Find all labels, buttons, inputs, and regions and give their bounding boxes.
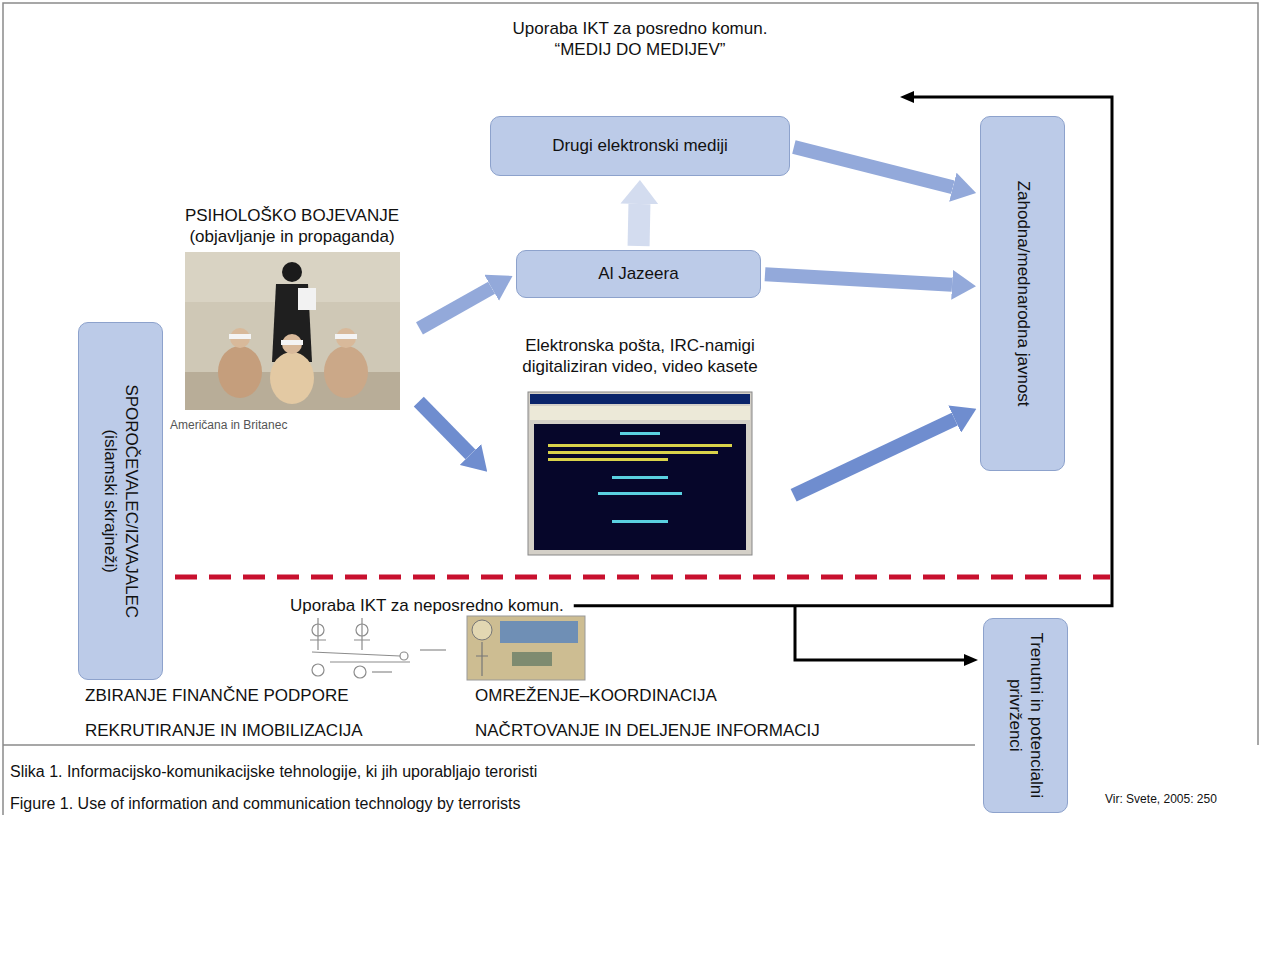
hostage-photo	[185, 252, 400, 410]
flow-arrow	[765, 274, 952, 285]
email-screenshot	[620, 432, 660, 435]
manual-cover	[467, 616, 585, 680]
email-screenshot	[548, 444, 732, 447]
figure-frame	[3, 3, 1258, 815]
email-screenshot	[598, 492, 682, 495]
flow-arrow	[794, 147, 953, 187]
hostage-photo	[324, 346, 368, 398]
email-screenshot	[612, 476, 668, 479]
hostage-photo	[218, 346, 262, 398]
node-text: SPOROČEVALEC/IZVAJALEC (islamski skrajne…	[99, 376, 142, 626]
email-screenshot	[548, 458, 668, 461]
manual-cover	[512, 652, 552, 666]
rounded-box: Al Jazeera	[516, 250, 761, 298]
manual-cover	[467, 616, 585, 680]
flow-arrow	[794, 419, 955, 495]
rounded-box: Zahodna/mednarodna javnost	[980, 116, 1065, 471]
hostage-photo	[336, 328, 356, 348]
flow-arrow	[628, 204, 651, 246]
node-text: PSIHOLOŠKO BOJEVANJE (objavljanje in pro…	[168, 205, 416, 248]
email-screenshot	[530, 406, 750, 420]
section-heading: Uporaba IKT za posredno komun. “MEDIJ DO…	[510, 18, 770, 61]
hostage-photo	[229, 334, 251, 339]
activity-label: NAČRTOVANJE IN DELJENJE INFORMACIJ	[475, 720, 820, 741]
weapon-sketches	[310, 618, 326, 650]
activity-label: ZBIRANJE FINANČNE PODPORE	[85, 685, 349, 706]
weapon-sketches	[312, 652, 410, 662]
weapon-sketches	[372, 671, 392, 672]
node-text: Trenutni in potencialni privrženci	[1004, 627, 1047, 805]
flow-arrow	[419, 288, 491, 329]
weapon-sketches	[312, 664, 324, 676]
section-heading: Uporaba IKT za neposredno komun.	[290, 595, 564, 616]
hostage-photo	[230, 328, 250, 348]
picture-panel: PSIHOLOŠKO BOJEVANJE (objavljanje in pro…	[168, 205, 416, 433]
hostage-photo	[281, 340, 303, 345]
hostage-photo	[282, 262, 302, 282]
rounded-box: Trenutni in potencialni privrženci	[983, 618, 1068, 813]
node-text: Drugi elektronski mediji	[552, 135, 728, 156]
flow-arrow	[419, 402, 471, 455]
hostage-photo	[298, 288, 316, 310]
red-divider	[175, 577, 1110, 578]
weapon-sketches	[420, 649, 446, 650]
activity-label: REKRUTIRANJE IN IMOBILIZACIJA	[85, 720, 363, 741]
figure-caption: Figure 1. Use of information and communi…	[10, 794, 520, 814]
email-screenshot	[548, 451, 718, 454]
figure-frame	[3, 3, 1258, 815]
node-text: Elektronska pošta, IRC-namigi digitalizi…	[490, 335, 790, 378]
email-screenshot	[530, 394, 750, 404]
picture-panel: Elektronska pošta, IRC-namigi digitalizi…	[490, 335, 790, 560]
hostage-photo	[185, 252, 400, 410]
figure-frame	[3, 744, 975, 746]
rounded-box: SPOROČEVALEC/IZVAJALEC (islamski skrajne…	[78, 322, 163, 680]
email-screenshot	[534, 424, 746, 550]
manual-cover	[500, 621, 578, 643]
weapon-sketches	[400, 652, 408, 660]
email-screenshot	[612, 520, 668, 523]
manual-cover	[472, 620, 492, 640]
manual-cover	[476, 642, 488, 676]
weapon-sketches	[310, 618, 446, 678]
rounded-box: Drugi elektronski mediji	[490, 116, 790, 176]
hostage-photo	[335, 334, 357, 339]
feed-line	[795, 606, 964, 660]
node-text: Zahodna/mednarodna javnost	[1012, 129, 1033, 459]
weapon-sketches	[354, 618, 370, 650]
figure-caption: Slika 1. Informacijsko-komunikacijske te…	[10, 762, 537, 782]
email-screenshot	[528, 392, 752, 555]
hostage-photo	[282, 334, 302, 354]
photo-caption: Američana in Britanec	[168, 418, 289, 433]
red-divider	[175, 575, 1110, 580]
hostage-photo	[270, 352, 314, 404]
source-note: Vir: Svete, 2005: 250	[1105, 792, 1217, 807]
activity-label: OMREŽENJE–KOORDINACIJA	[475, 685, 717, 706]
email-screenshot	[528, 392, 752, 555]
node-text: Al Jazeera	[598, 263, 678, 284]
weapon-sketches	[354, 666, 366, 678]
